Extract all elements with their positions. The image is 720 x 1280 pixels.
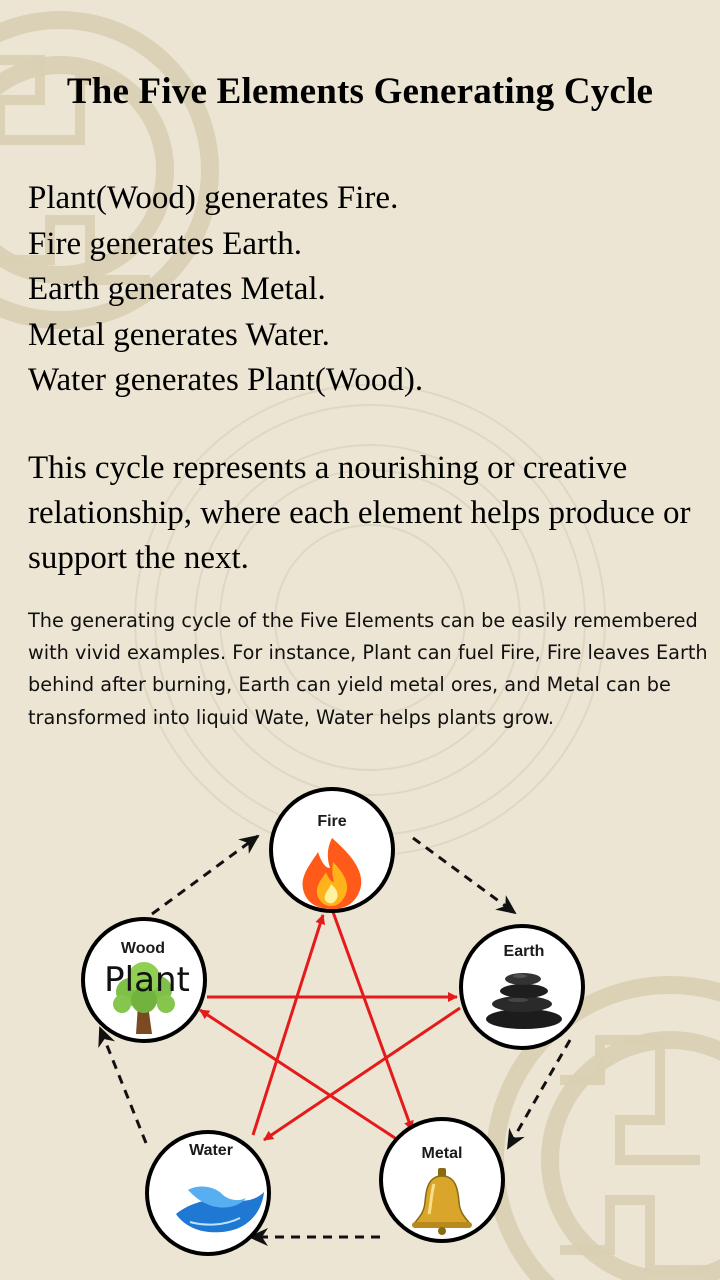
cycle-description: This cycle represents a nourishing or cr… — [28, 450, 691, 576]
tree-icon — [113, 962, 175, 1034]
page-title: The Five Elements Generating Cycle — [66, 71, 654, 112]
node-earth: Earth — [459, 924, 585, 1050]
examples-paragraph: The generating cycle of the Five Element… — [28, 609, 708, 729]
star-arrow-water-fire — [251, 914, 326, 1136]
node-fire-label: Fire — [317, 813, 346, 830]
star-arrow-fire-metal — [331, 911, 414, 1131]
star-arrow-earth-water — [263, 1006, 461, 1142]
cycle-line-earth-metal: Earth generates Metal. — [28, 271, 326, 307]
node-wood-sublabel: Plant — [104, 960, 190, 1000]
node-wood: Wood Plant — [81, 917, 207, 1043]
cycle-arrow-fire-earth — [412, 836, 517, 915]
node-water: Water — [145, 1130, 271, 1256]
cycle-line-wood-fire: Plant(Wood) generates Fire. — [28, 180, 399, 216]
stacked-stones-icon — [486, 973, 562, 1029]
cycle-arrow-water-wood — [98, 1026, 148, 1144]
cycle-arrow-wood-fire — [151, 834, 260, 916]
star-arrow-metal-wood — [199, 1008, 399, 1142]
cycle-line-fire-earth: Fire generates Earth. — [28, 225, 302, 262]
node-fire: Fire — [269, 787, 395, 913]
cycle-line-water-wood: Water generates Plant(Wood). — [28, 362, 424, 398]
node-metal: Metal — [379, 1117, 505, 1243]
cycle-line-metal-water: Metal generates Water. — [28, 316, 330, 353]
wave-icon — [176, 1186, 264, 1233]
node-earth-label: Earth — [504, 943, 545, 960]
flame-icon — [302, 838, 362, 909]
bell-icon — [412, 1168, 472, 1235]
cycle-arrow-earth-metal — [506, 1039, 572, 1150]
node-metal-label: Metal — [422, 1145, 463, 1162]
node-water-label: Water — [189, 1142, 233, 1159]
cycle-list: Plant(Wood) generates Fire. Fire generat… — [28, 176, 423, 404]
node-wood-label: Wood — [121, 940, 165, 957]
